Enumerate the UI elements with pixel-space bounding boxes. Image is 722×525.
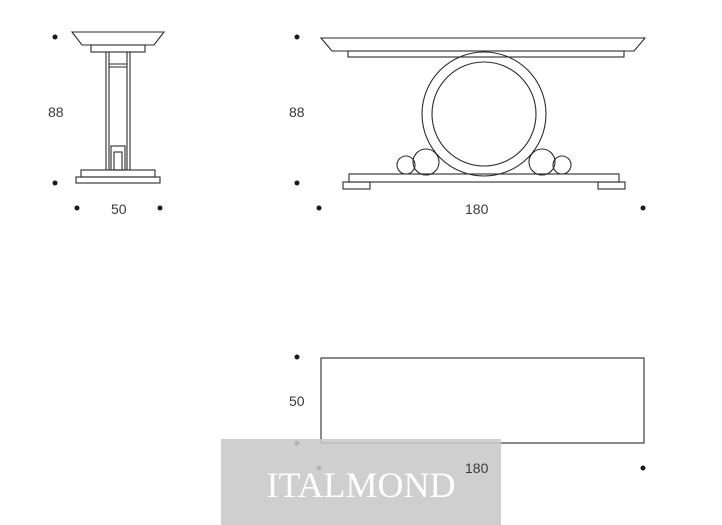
watermark-box: ITALMOND [221, 439, 501, 525]
side-view-plinth [80, 169, 156, 178]
front-view-base [348, 173, 620, 183]
marker-dot [294, 354, 300, 360]
top-view-outline [320, 357, 645, 444]
marker-dot [294, 180, 300, 186]
front-view-apron [347, 50, 625, 58]
side-view-base [75, 176, 161, 184]
marker-dot [640, 465, 646, 471]
front-view-ring-inner [431, 61, 537, 167]
marker-dot [294, 34, 300, 40]
front-view-sphere-left-large [412, 148, 440, 176]
marker-dot [157, 205, 163, 211]
side-view-column [105, 52, 131, 170]
side-view-foot-detail [110, 145, 126, 171]
side-view-apron [90, 44, 146, 53]
front-view-ring-outer [421, 51, 547, 177]
side-depth-label: 50 [111, 201, 127, 217]
top-depth-label: 50 [289, 393, 305, 409]
marker-dot [316, 205, 322, 211]
front-view-foot-left [342, 181, 371, 190]
front-height-label: 88 [289, 104, 305, 120]
marker-dot [52, 180, 58, 186]
front-width-label: 180 [465, 201, 489, 217]
front-view [319, 37, 647, 190]
top-width-label: 180 [465, 460, 489, 476]
front-view-top [319, 37, 647, 52]
dimension-markers [52, 34, 646, 471]
side-height-label: 88 [48, 104, 64, 120]
marker-dot [74, 205, 80, 211]
side-view [70, 31, 166, 184]
front-view-foot-right [597, 181, 626, 190]
front-view-sphere-right-small [552, 155, 572, 175]
marker-dot [640, 205, 646, 211]
front-view-sphere-right-large [528, 148, 556, 176]
side-view-top [70, 31, 166, 46]
watermark-logo: ITALMOND [266, 465, 456, 505]
front-view-sphere-left-small [396, 155, 416, 175]
marker-dot [52, 34, 58, 40]
